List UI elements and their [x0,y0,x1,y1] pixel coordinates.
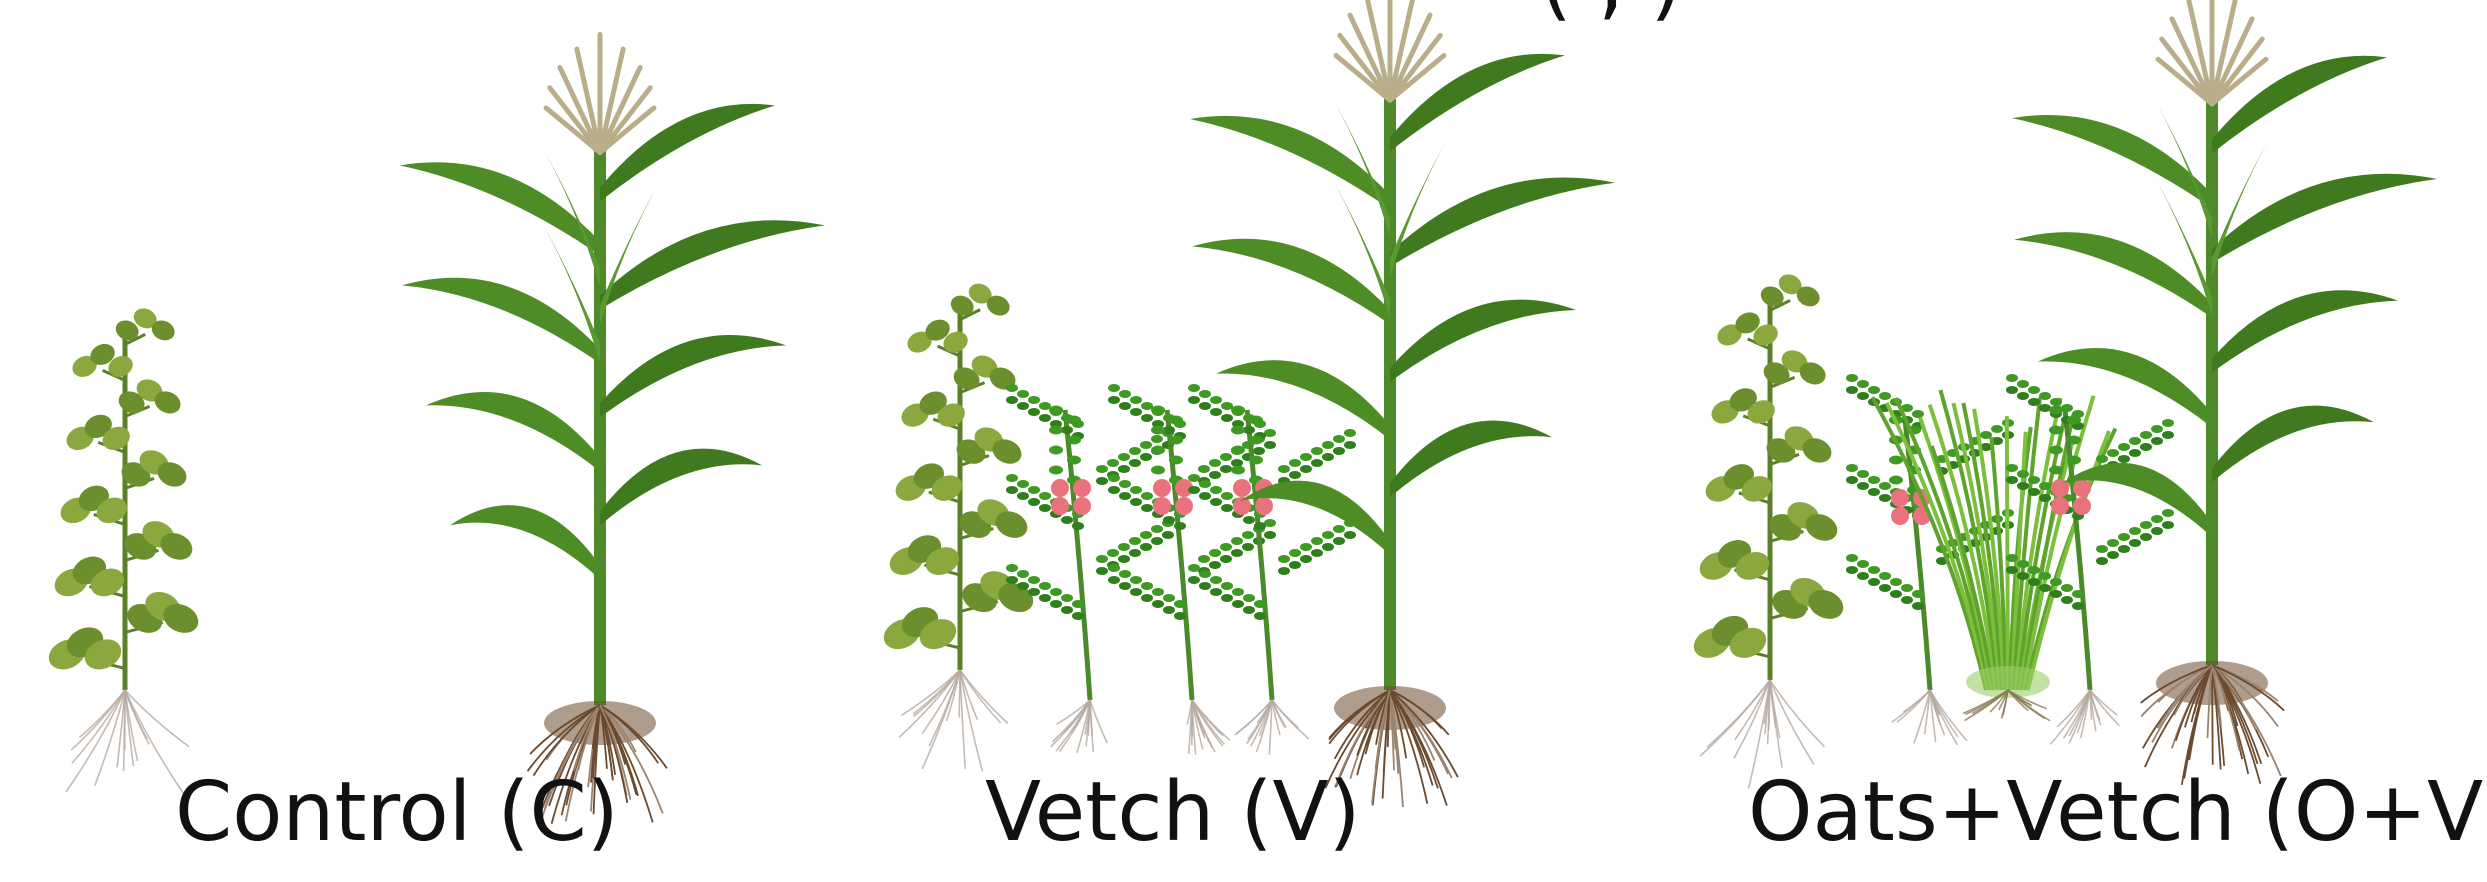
label-control: Control (C) [175,772,619,854]
maize-plant [1190,0,1615,807]
soybean-plant [1689,271,1848,789]
maize-plant [400,35,825,825]
label-vetch: Vetch (V) [985,772,1361,854]
soybean-plant [879,280,1038,771]
soybean-plant [44,305,203,798]
label-oats-vetch: Oats+Vetch (O+V) [1748,772,2487,854]
maize-plant [2012,0,2437,785]
vetch-plant [1006,384,1174,753]
vetch-plant [1188,384,1356,755]
